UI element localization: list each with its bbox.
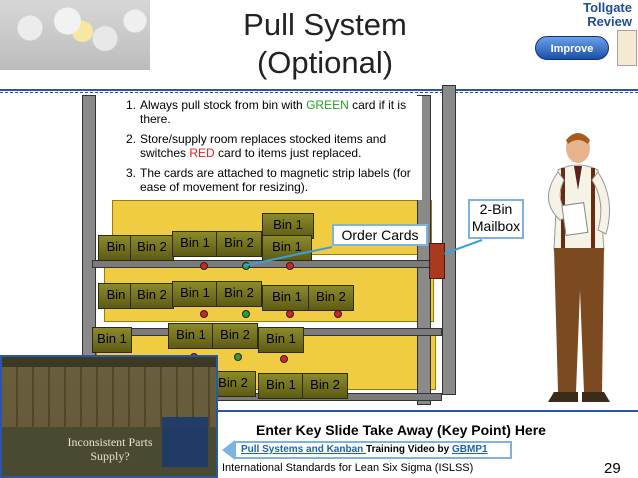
improve-phase-button: Improve — [535, 36, 609, 60]
footer-text: International Standards for Lean Six Sig… — [222, 462, 474, 474]
green-highlight: GREEN — [306, 98, 349, 112]
bin-box: Bin 1 — [262, 213, 314, 239]
red-card — [200, 310, 208, 318]
mailbox-callout: 2-Bin Mailbox — [468, 199, 524, 239]
rack-post — [442, 85, 456, 395]
slide-title: Pull System (Optional) — [200, 6, 450, 82]
bin-box: Bin — [98, 235, 134, 261]
bin-box: Bin 2 — [130, 235, 174, 261]
arrow-left-icon — [222, 440, 235, 460]
header-divider — [0, 89, 638, 91]
red-card — [286, 310, 294, 318]
mailbox — [429, 243, 445, 279]
author-link[interactable]: GBMP1 — [452, 444, 488, 455]
tollgate-line-2: Review — [587, 14, 632, 29]
green-card — [242, 310, 250, 318]
bin-box: Bin 2 — [308, 285, 354, 311]
instruction-item: 3. The cards are attached to magnetic st… — [126, 166, 411, 194]
title-line-2: (Optional) — [256, 45, 394, 80]
bin-box: Bin 1 — [262, 235, 312, 261]
order-cards-callout: Order Cards — [332, 224, 428, 246]
bin-box: Bin 2 — [216, 281, 262, 307]
light-bulbs-image — [0, 0, 150, 70]
video-caption: Inconsistent Parts Supply? — [67, 435, 153, 463]
stock-clerk-illustration — [548, 133, 611, 402]
bin-box: Bin 1 — [258, 327, 304, 353]
green-card — [234, 353, 242, 361]
bin-box: Bin 1 — [168, 323, 214, 349]
tollgate-text: Tollgate Review — [583, 1, 632, 29]
bin-box: Bin 2 — [212, 323, 258, 349]
instruction-item: 2. Store/supply room replaces stocked it… — [126, 132, 387, 160]
instructions-list: 1. Always pull stock from bin with GREEN… — [122, 96, 422, 200]
bin-box: Bin 1 — [258, 373, 304, 399]
bin-box: Bin 2 — [302, 373, 348, 399]
bin-box: Bin — [98, 283, 134, 309]
slide-takeaway: Enter Key Slide Take Away (Key Point) He… — [256, 422, 546, 438]
red-card — [286, 262, 294, 270]
red-card — [200, 262, 208, 270]
footer-divider — [0, 410, 638, 412]
tollgate-review-badge: Tollgate Review Improve — [525, 0, 638, 70]
instruction-number: 3. — [126, 166, 137, 180]
tollgate-line-1: Tollgate — [583, 0, 632, 15]
red-highlight: RED — [189, 146, 215, 160]
video-link-arrow[interactable]: Pull Systems and Kanban Training Video b… — [222, 440, 512, 460]
header-divider-dashed — [0, 92, 638, 93]
cart-image — [162, 417, 208, 467]
instruction-item: 1. Always pull stock from bin with GREEN… — [126, 98, 407, 126]
bin-box: Bin 1 — [92, 327, 132, 353]
video-link-label[interactable]: Pull Systems and Kanban Training Video b… — [234, 441, 512, 459]
instruction-number: 2. — [126, 132, 137, 146]
video-link[interactable]: Pull Systems and Kanban — [241, 444, 367, 455]
training-video-thumbnail[interactable]: Inconsistent Parts Supply? — [0, 355, 218, 478]
bin-box: Bin 1 — [172, 231, 218, 257]
title-line-1: Pull System — [243, 7, 407, 42]
bin-box: Bin 2 — [216, 231, 262, 257]
red-card — [280, 355, 288, 363]
page-number: 29 — [604, 460, 621, 477]
instruction-number: 1. — [126, 98, 137, 112]
red-card — [334, 310, 342, 318]
bin-box: Bin 1 — [262, 285, 312, 311]
clipboard-icon — [617, 30, 637, 66]
bin-box: Bin 1 — [172, 281, 218, 307]
bin-box: Bin 2 — [130, 283, 174, 309]
